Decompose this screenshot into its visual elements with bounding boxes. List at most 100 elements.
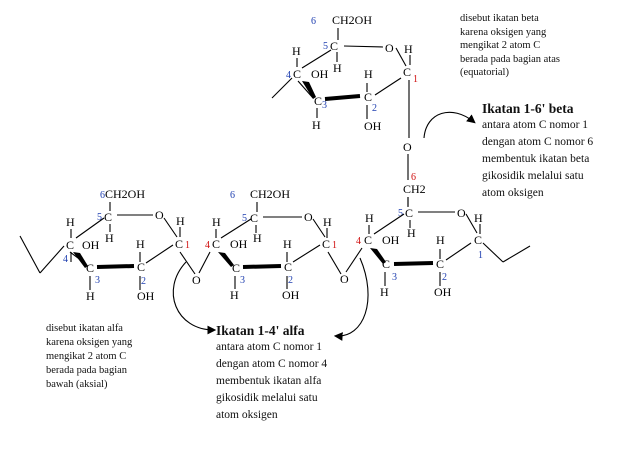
description-line: atom oksigen bbox=[216, 409, 278, 421]
carbon-number: 2 bbox=[442, 272, 447, 283]
hydroxyl-group: OH bbox=[230, 237, 248, 251]
hydrogen-atom: H bbox=[333, 61, 342, 75]
carbon-number: 1 bbox=[413, 74, 418, 85]
carbon-atom: C bbox=[474, 233, 482, 247]
beta-explanation-note: disebut ikatan beta karena oksigen yang … bbox=[460, 12, 630, 80]
description-line: membentuk ikatan alfa bbox=[216, 375, 322, 387]
carbon-atom: C bbox=[403, 65, 411, 79]
carbon-atom: C bbox=[66, 238, 74, 252]
hydrogen-atom: H bbox=[283, 237, 292, 251]
description-line: dengan atom C nomor 4 bbox=[216, 358, 328, 370]
description-line: membentuk ikatan beta bbox=[482, 153, 590, 165]
note-line: mengikat 2 atom C bbox=[46, 351, 127, 362]
hydrogen-atom: H bbox=[176, 214, 185, 228]
bridge-oxygen: O bbox=[192, 273, 201, 287]
carbon-number: 2 bbox=[141, 276, 146, 287]
ch2oh-label: CH2OH bbox=[332, 13, 372, 27]
alfa-bond-description: Ikatan 1-4' alfa antara atom C nomor 1 d… bbox=[216, 322, 376, 424]
description-line: gikosidik melalui satu bbox=[216, 392, 318, 404]
bridge-oxygen: O bbox=[340, 272, 349, 286]
carbon-atom: C bbox=[104, 210, 112, 224]
description-line: gikosidik melalui satu bbox=[482, 170, 584, 182]
carbon-number: 4 bbox=[205, 240, 210, 251]
carbon-number: 3 bbox=[392, 272, 397, 283]
carbon-number: 3 bbox=[240, 275, 245, 286]
description-line: atom oksigen bbox=[482, 187, 544, 199]
hydrogen-atom: H bbox=[323, 215, 332, 229]
beta-arrow bbox=[423, 111, 476, 139]
bottom-middle-glucose-ring: 6 CH2OH 5 C O H H H 4 C OH H C 1 C 3 C 2… bbox=[198, 187, 342, 302]
beta-bond-title: Ikatan 1-6' beta bbox=[482, 101, 574, 116]
note-line: berada pada bagian bbox=[46, 365, 128, 376]
bottom-right-glucose-ring: 5 C O H H H 4 C OH H C 1 C 3 C 2 H OH bbox=[345, 197, 531, 299]
carbon-number: 4 bbox=[63, 254, 68, 265]
carbon-number: 3 bbox=[95, 275, 100, 286]
hydroxyl-group: OH bbox=[434, 285, 452, 299]
carbon-number: 4 bbox=[356, 236, 361, 247]
hydrogen-atom: H bbox=[404, 42, 413, 56]
hydroxyl-group: OH bbox=[382, 233, 400, 247]
carbon-atom: C bbox=[212, 237, 220, 251]
ring-oxygen: O bbox=[457, 206, 466, 220]
note-line: disebut ikatan beta bbox=[460, 13, 539, 24]
carbon-number: 5 bbox=[242, 213, 247, 224]
carbon-atom: C bbox=[322, 237, 330, 251]
hydrogen-atom: H bbox=[380, 285, 389, 299]
beta-link-oxygen: O 6 CH2 bbox=[403, 140, 426, 206]
note-line: karena oksigen yang bbox=[460, 26, 547, 38]
ring-oxygen: O bbox=[155, 208, 164, 222]
hydrogen-atom: H bbox=[312, 118, 321, 132]
carbon-number: 3 bbox=[322, 100, 327, 111]
alfa-explanation-note: disebut ikatan alfa karena oksigen yang … bbox=[46, 322, 176, 392]
carbon-number: 5 bbox=[97, 212, 102, 223]
hydrogen-atom: H bbox=[292, 44, 301, 58]
note-line: (equatorial) bbox=[460, 67, 509, 78]
note-line: mengikat 2 atom C bbox=[460, 40, 541, 51]
carbon-atom: C bbox=[86, 261, 94, 275]
hydroxyl-group: OH bbox=[364, 119, 382, 133]
hydrogen-atom: H bbox=[253, 231, 262, 245]
hydrogen-atom: H bbox=[474, 211, 483, 225]
carbon-atom: C bbox=[330, 39, 338, 53]
hydrogen-atom: H bbox=[66, 215, 75, 229]
hydroxyl-group: OH bbox=[82, 238, 100, 252]
hydrogen-atom: H bbox=[105, 231, 114, 245]
hydrogen-atom: H bbox=[86, 289, 95, 303]
hydrogen-atom: H bbox=[136, 237, 145, 251]
hydrogen-atom: H bbox=[212, 215, 221, 229]
hydrogen-atom: H bbox=[230, 288, 239, 302]
top-glucose-ring: 6 CH2OH 5 C H O H H 4 C OH H C 1 C 3 C 2… bbox=[271, 13, 418, 138]
hydrogen-atom: H bbox=[407, 226, 416, 240]
ring-oxygen: O bbox=[304, 210, 313, 224]
carbon-number: 5 bbox=[323, 41, 328, 52]
ch2-label: CH2 bbox=[403, 182, 426, 196]
carbon-atom: C bbox=[293, 67, 301, 81]
note-line: karena oksigen yang bbox=[46, 337, 133, 348]
carbon-number: 6 bbox=[411, 172, 416, 183]
alfa-arrows bbox=[172, 257, 369, 341]
carbon-atom: C bbox=[284, 260, 292, 274]
carbon-number: 4 bbox=[286, 70, 291, 81]
hydrogen-atom: H bbox=[364, 67, 373, 81]
note-line: disebut ikatan alfa bbox=[46, 323, 123, 334]
hydrogen-atom: H bbox=[365, 211, 374, 225]
description-line: antara atom C nomor 1 bbox=[216, 341, 323, 353]
carbon-atom: C bbox=[175, 237, 183, 251]
description-line: dengan atom C nomor 6 bbox=[482, 136, 594, 148]
carbon-number: 1 bbox=[185, 240, 190, 251]
carbon-atom: C bbox=[232, 261, 240, 275]
hydroxyl-group: OH bbox=[137, 289, 155, 303]
carbon-number: 1 bbox=[478, 250, 483, 261]
hydrogen-atom: H bbox=[436, 233, 445, 247]
carbon-number: 6 bbox=[230, 190, 235, 201]
carbon-number: 2 bbox=[372, 103, 377, 114]
alfa-bond-title: Ikatan 1-4' alfa bbox=[216, 323, 305, 338]
ch2oh-label: CH2OH bbox=[250, 187, 290, 201]
bridge-oxygen: O bbox=[403, 140, 412, 154]
carbon-atom: C bbox=[250, 211, 258, 225]
hydroxyl-group: OH bbox=[282, 288, 300, 302]
carbon-atom: C bbox=[314, 94, 322, 108]
hydroxyl-group: OH bbox=[311, 67, 329, 81]
ring-oxygen: O bbox=[385, 41, 394, 55]
